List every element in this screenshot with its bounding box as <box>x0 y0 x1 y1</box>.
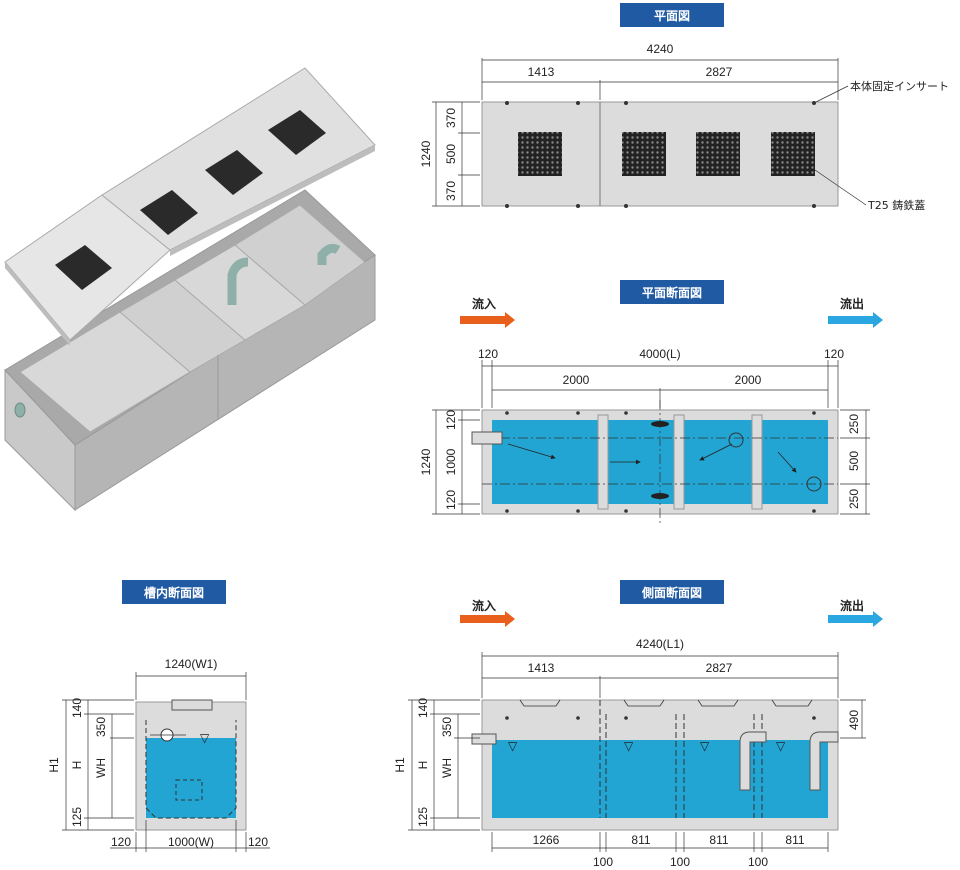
manhole-cover-icon <box>268 110 326 155</box>
ss-c2: 811 <box>631 833 650 847</box>
svg-text:▽: ▽ <box>700 739 710 753</box>
plan-total-length: 4240 <box>647 42 674 56</box>
ss-c4: 811 <box>785 833 804 847</box>
title-tank-section: 槽内断面図 <box>122 580 226 604</box>
ts-outer-width: 1240(W1) <box>165 657 218 671</box>
ss-p3: 100 <box>748 855 768 869</box>
ss-seg-b: 2827 <box>706 661 733 675</box>
plan-seg-b: 2827 <box>706 65 733 79</box>
ts-wall-left: 120 <box>111 835 131 849</box>
ss-c1: 1266 <box>533 833 560 847</box>
ps-inner-length: 4000(L) <box>639 347 680 361</box>
ts-h1: H1 <box>47 757 61 773</box>
ss-total-length: 4240(L1) <box>636 637 684 651</box>
side-section-view: ▽ ▽ ▽ ▽ 4240(L1) 1413 2827 H1 140 H 125 … <box>393 637 866 869</box>
ts-bottom: 125 <box>70 807 84 827</box>
manhole-cover-icon <box>55 245 112 290</box>
ss-wh: WH <box>440 758 454 778</box>
tank-section-view: ▽ 1240(W1) 120 1000(W) 120 H1 140 H 125 … <box>47 657 270 852</box>
svg-text:槽内断面図: 槽内断面図 <box>144 585 204 600</box>
ts-wh: WH <box>94 758 108 778</box>
isometric-tank-view <box>4 67 376 512</box>
outflow-arrow-icon <box>828 611 883 627</box>
title-plan-section: 平面断面図 <box>620 280 724 304</box>
svg-text:▽: ▽ <box>776 739 786 753</box>
ss-h1: H1 <box>393 757 407 773</box>
svg-text:流入: 流入 <box>472 598 496 613</box>
svg-text:平面図: 平面図 <box>654 9 690 23</box>
inflow-arrow-icon <box>460 312 515 328</box>
ss-c3: 811 <box>709 833 728 847</box>
insert-note: 本体固定インサート <box>850 79 949 93</box>
ss-top: 140 <box>416 698 430 718</box>
ts-inner-width: 1000(W) <box>168 835 214 849</box>
plan-w-mid: 500 <box>444 144 458 164</box>
title-plan: 平面図 <box>620 3 724 27</box>
svg-text:▽: ▽ <box>624 739 634 753</box>
inflow-arrow-icon <box>460 611 515 627</box>
ss-seg-a: 1413 <box>528 661 555 675</box>
ps-left-wall: 120 <box>478 347 498 361</box>
ps-r-mid: 500 <box>847 451 861 471</box>
manhole-cover-icon <box>140 190 198 235</box>
ps-r-top: 250 <box>847 414 861 434</box>
ps-r-bot: 250 <box>847 489 861 509</box>
ss-bottom: 125 <box>416 807 430 827</box>
svg-text:流出: 流出 <box>840 598 864 613</box>
ss-p1: 100 <box>593 855 613 869</box>
ts-top: 140 <box>70 698 84 718</box>
cast-iron-cover-icon <box>518 132 815 176</box>
ps-half-b: 2000 <box>735 373 762 387</box>
ss-h: H <box>416 761 430 770</box>
ts-wall-right: 120 <box>248 835 268 849</box>
svg-text:▽: ▽ <box>200 731 210 745</box>
plan-view: 4240 1413 2827 1240 370 500 370 本体固定インサー… <box>419 42 949 212</box>
ps-right-wall: 120 <box>824 347 844 361</box>
ps-half-a: 2000 <box>563 373 590 387</box>
title-side-section: 側面断面図 <box>620 580 724 604</box>
ss-p2: 100 <box>670 855 690 869</box>
plan-width: 1240 <box>419 140 433 167</box>
ts-pipe-depth: 350 <box>94 717 108 737</box>
ps-width: 1240 <box>419 448 433 475</box>
outflow-arrow-icon <box>828 312 883 328</box>
ps-l-top: 120 <box>444 410 458 430</box>
manhole-cover-icon <box>205 150 263 195</box>
svg-text:流出: 流出 <box>840 296 864 311</box>
cover-note: T25 鋳鉄蓋 <box>867 198 925 212</box>
ps-l-bot: 120 <box>444 490 458 510</box>
flow-indicator-side-section: 流入 流出 <box>460 598 883 627</box>
plan-seg-a: 1413 <box>528 65 555 79</box>
svg-text:流入: 流入 <box>472 296 496 311</box>
ss-outlet-depth: 490 <box>847 710 861 730</box>
svg-text:▽: ▽ <box>508 739 518 753</box>
plan-w-top: 370 <box>444 108 458 128</box>
ss-pipe-depth: 350 <box>440 717 454 737</box>
plan-section-view: 120 4000(L) 120 2000 2000 1240 120 1000 … <box>419 347 870 525</box>
svg-text:平面断面図: 平面断面図 <box>642 285 702 300</box>
ts-h: H <box>70 761 84 770</box>
flow-indicator-plan-section: 流入 流出 <box>460 296 883 328</box>
plan-w-bot: 370 <box>444 181 458 201</box>
svg-text:側面断面図: 側面断面図 <box>641 585 702 600</box>
ps-l-mid: 1000 <box>444 448 458 475</box>
